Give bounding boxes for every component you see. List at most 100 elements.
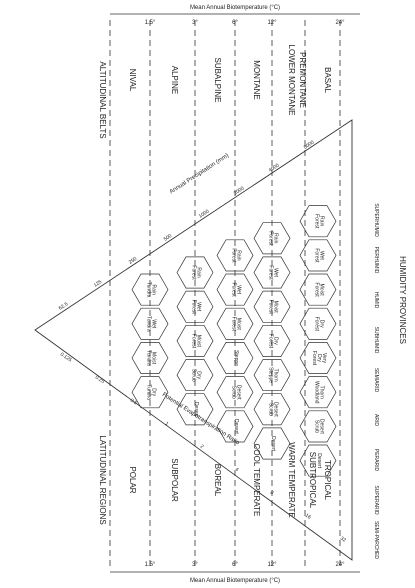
hexagon-label: Desert bbox=[316, 453, 322, 468]
temp-tick: 12° bbox=[267, 20, 277, 26]
life-zone-triangle bbox=[34, 119, 353, 561]
hexagon-label: RainForest bbox=[268, 231, 279, 246]
life-zone-hexagon: MoistForest bbox=[253, 290, 291, 323]
humidity-title: HUMIDITY PROVINCES bbox=[398, 256, 407, 344]
pet-axis-title: Potential Evapotranspiration Ratio bbox=[161, 392, 241, 447]
belt-dividers bbox=[109, 20, 341, 570]
latitudinal-region-label: WARM TEMPERATE bbox=[287, 442, 296, 517]
life-zone-hexagon: DesertScrub bbox=[253, 393, 291, 426]
temp-ticks-bottom: 1.5° 3° 6° 12° 24° bbox=[145, 562, 346, 568]
hexagon-label: WetForest bbox=[268, 265, 279, 280]
pet-tick: 4 bbox=[234, 467, 240, 474]
hexagon-shape bbox=[253, 290, 291, 323]
latitudinal-regions: POLAR SUBPOLAR BOREAL COOL TEMPERATE WAR… bbox=[128, 442, 332, 517]
life-zone-hexagon: MoistForest bbox=[216, 307, 254, 340]
temp-tick: 6° bbox=[232, 562, 238, 568]
hexagon-label: RainForest bbox=[191, 265, 202, 280]
altitudinal-belts: NIVAL ALPINE SUBALPINE MONTANE LOWER MON… bbox=[128, 45, 332, 116]
hexagon-shape bbox=[253, 222, 291, 255]
hexagon-label: DesertScrub bbox=[314, 419, 325, 434]
life-zone-hexagon: WetForest bbox=[253, 256, 291, 289]
temp-tick: 12° bbox=[267, 562, 277, 568]
hexagon-label: DryForest bbox=[314, 317, 325, 332]
altitudinal-belt-label: BASAL bbox=[323, 67, 332, 93]
hexagon-label: ThornSteppe bbox=[268, 367, 279, 383]
pet-tick: 1 bbox=[164, 421, 170, 428]
hexagon-shape bbox=[131, 273, 169, 306]
life-zone-hexagon: DryForest bbox=[299, 307, 337, 340]
precip-ticks: 62.5 125 250 500 1000 2000 4000 8000 bbox=[58, 139, 316, 311]
humidity-provinces: SEMI-PARCHED SUPERARID PERARID ARID SEMI… bbox=[373, 203, 379, 559]
life-zone-hexagon: DryForest bbox=[253, 324, 291, 357]
humidity-province-label: PERHUMID bbox=[373, 247, 379, 274]
hexagon-label: Desert bbox=[270, 436, 276, 451]
hexagon-label: WetForest bbox=[191, 300, 202, 315]
precip-tick: 4000 bbox=[268, 162, 281, 173]
latitudinal-region-label: BOREAL bbox=[213, 464, 222, 497]
hexagon-shape bbox=[299, 376, 337, 409]
hexagon-shape bbox=[176, 393, 214, 426]
precip-tick: 500 bbox=[163, 233, 173, 243]
hexagon-shape bbox=[299, 342, 337, 374]
bottom-axis-title: Mean Annual Biotemperature (°C) bbox=[190, 578, 280, 584]
humidity-province-label: PERARID bbox=[373, 449, 379, 472]
hexagon-shape bbox=[299, 239, 337, 272]
latitudinal-region-label: SUBTROPICAL bbox=[308, 452, 317, 509]
hexagon-label: MoistForest bbox=[268, 300, 279, 315]
humidity-province-label: ARID bbox=[373, 414, 379, 426]
top-axis-title: Mean Annual Biotemperature (°C) bbox=[190, 5, 280, 11]
temp-tick: 3° bbox=[192, 20, 198, 26]
hexagon-shape bbox=[299, 205, 337, 238]
life-zone-hexagon: RainTundra bbox=[131, 273, 169, 306]
hexagon-shape bbox=[131, 307, 169, 340]
hexagon-label: RainForest bbox=[314, 214, 325, 229]
hexagon-label: ThornWoodland bbox=[314, 381, 325, 404]
humidity-province-label: HUMID bbox=[373, 292, 379, 309]
life-zone-hexagon: WetTundra bbox=[131, 307, 169, 340]
temp-tick: 6° bbox=[232, 20, 238, 26]
humidity-province-label: SEMI-PARCHED bbox=[373, 521, 379, 559]
latitudinal-region-label: TROPICAL bbox=[323, 460, 332, 501]
life-zone-hexagon: RainForest bbox=[253, 222, 291, 255]
life-zone-hexagon: Desert bbox=[299, 444, 337, 477]
hexagon-shape bbox=[176, 290, 214, 323]
hexagon-label: MoistForest bbox=[231, 317, 242, 332]
pet-tick: 0.5 bbox=[129, 398, 138, 407]
life-zone-hexagon: DesertScrub bbox=[299, 410, 337, 443]
latitudinal-region-label: COOL TEMPERATE bbox=[252, 444, 261, 517]
latitudinal-title: LATITUDINAL REGIONS bbox=[98, 435, 107, 524]
hexagon-shape bbox=[131, 376, 169, 409]
life-zone-hexagon: Desert bbox=[216, 410, 254, 443]
altitudinal-belt-label: SUBALPINE bbox=[213, 58, 222, 103]
pet-tick: 16 bbox=[304, 513, 312, 521]
life-zone-hexagon: WetForest bbox=[299, 239, 337, 272]
latitudinal-region-label: SUBPOLAR bbox=[170, 458, 179, 502]
hexagon-label: DryForest bbox=[268, 334, 279, 349]
life-zone-hexagon: DryScrub bbox=[176, 359, 214, 392]
life-zone-hexagon: Desert bbox=[176, 393, 214, 426]
temp-tick: 24° bbox=[335, 562, 345, 568]
hexagon-label: MoistForest bbox=[314, 283, 325, 298]
life-zone-hexagon: RainForest bbox=[216, 239, 254, 272]
altitudinal-belt-label: PREMONTANE bbox=[298, 52, 307, 108]
hexagon-label: Steppe bbox=[233, 350, 239, 366]
hexagon-grid: RainTundraWetTundraMoistTundraDryTundraR… bbox=[131, 205, 337, 477]
hexagon-shape bbox=[216, 342, 254, 374]
temp-tick: 3° bbox=[192, 562, 198, 568]
hexagon-label: MoistTundra bbox=[146, 350, 157, 366]
humidity-province-label: SUBHUMID bbox=[373, 327, 379, 354]
hexagon-shape bbox=[216, 376, 254, 409]
hexagon-label: WetForest bbox=[314, 248, 325, 263]
hexagon-shape bbox=[299, 273, 337, 306]
hexagon-shape bbox=[253, 427, 291, 460]
hexagon-shape bbox=[253, 256, 291, 289]
life-zone-hexagon: Steppe bbox=[216, 342, 254, 374]
hexagon-label: Desert bbox=[233, 419, 239, 434]
hexagon-shape bbox=[216, 307, 254, 340]
life-zone-hexagon: RainForest bbox=[176, 256, 214, 289]
hexagon-shape bbox=[216, 273, 254, 306]
hexagon-shape bbox=[216, 239, 254, 272]
pet-tick: 32 bbox=[339, 536, 347, 544]
hexagon-shape bbox=[299, 307, 337, 340]
